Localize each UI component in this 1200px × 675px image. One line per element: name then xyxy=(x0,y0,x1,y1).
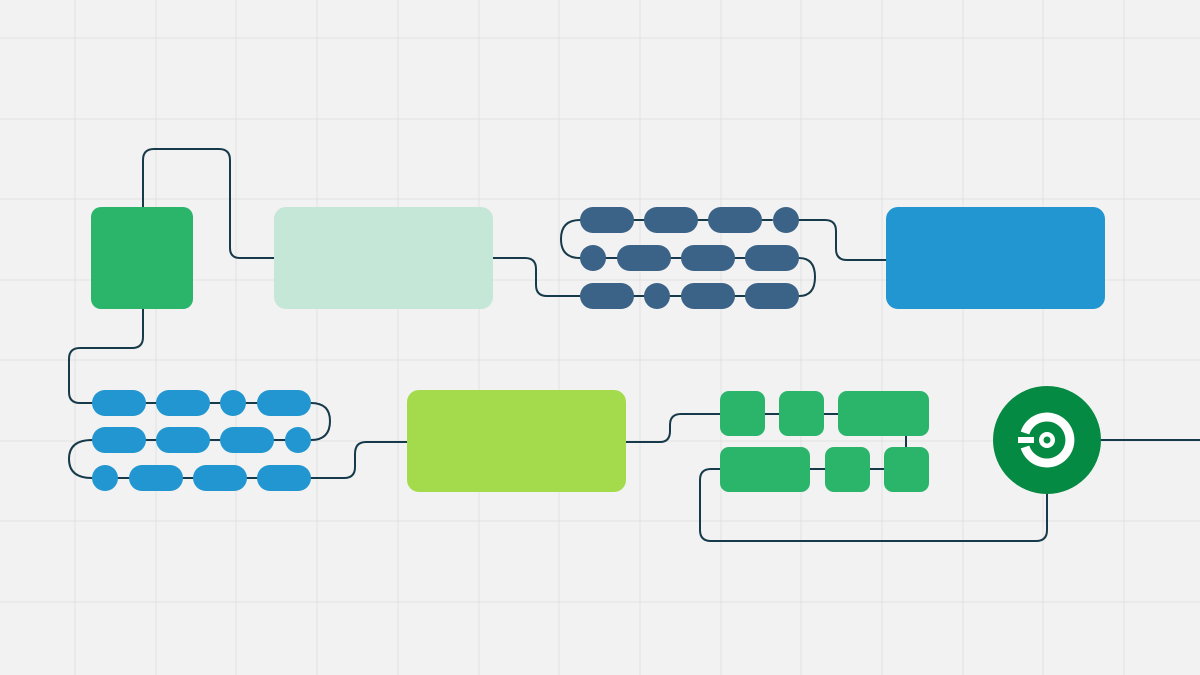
connectors xyxy=(67,148,1200,542)
slate-pill xyxy=(580,207,634,233)
blue-pill xyxy=(129,465,183,491)
pale-green-block xyxy=(274,207,493,309)
connector-line xyxy=(798,257,817,297)
slate-dot xyxy=(644,283,670,309)
blue-pill xyxy=(193,465,247,491)
blue-pill xyxy=(220,427,274,453)
blue-pill xyxy=(92,427,146,453)
green-block xyxy=(779,391,824,436)
slate-pill xyxy=(745,283,799,309)
slate-pill xyxy=(681,245,735,271)
blue-pill xyxy=(156,390,210,416)
green-block xyxy=(825,447,870,492)
green-square-node xyxy=(91,207,193,309)
connector-line xyxy=(491,257,581,297)
slate-pill xyxy=(580,283,634,309)
connector-line xyxy=(142,148,275,259)
connector-line xyxy=(559,219,581,259)
blue-dot xyxy=(92,465,118,491)
connector-line xyxy=(310,441,408,479)
green-block-wide xyxy=(838,391,929,436)
slate-dot xyxy=(580,245,606,271)
circleci-logo-icon xyxy=(993,386,1101,494)
connector-line xyxy=(68,308,144,404)
connector-line xyxy=(67,439,93,479)
slate-pill xyxy=(644,207,698,233)
lime-block xyxy=(407,390,626,492)
logo-dot-center xyxy=(1043,436,1051,444)
green-block xyxy=(720,391,765,436)
slate-pill xyxy=(708,207,762,233)
connector-line xyxy=(798,219,887,261)
green-block-wide xyxy=(720,447,810,492)
blue-block xyxy=(886,207,1105,309)
connector-line xyxy=(699,468,1048,542)
connector-line xyxy=(310,402,332,441)
blue-pill xyxy=(257,465,311,491)
slate-pill xyxy=(617,245,671,271)
logo-ring xyxy=(1020,412,1075,468)
connector-line xyxy=(625,413,721,443)
slate-pill xyxy=(681,283,735,309)
slate-pill xyxy=(745,245,799,271)
blue-pill xyxy=(257,390,311,416)
blue-pill xyxy=(156,427,210,453)
green-block xyxy=(884,447,929,492)
blue-dot xyxy=(220,390,246,416)
blue-dot xyxy=(285,427,311,453)
pipeline-nodes xyxy=(91,207,1105,492)
slate-dot xyxy=(773,207,799,233)
blue-pill xyxy=(92,390,146,416)
